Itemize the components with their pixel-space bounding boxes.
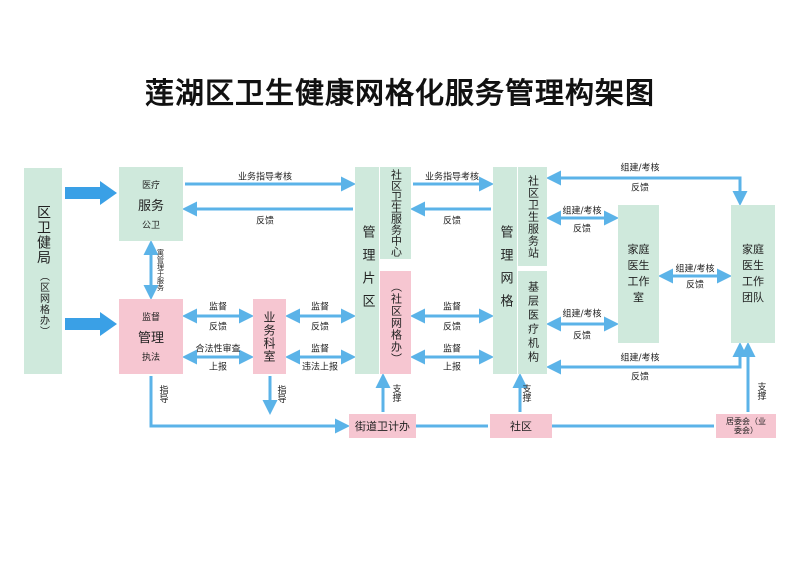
residents-committee-box: 居委会（业委会）: [716, 414, 776, 438]
label-violation-report: 违法上报: [301, 362, 339, 373]
family-doctor-office-box: 家庭医生工作室: [618, 205, 659, 343]
district-bureau-label: 区卫健局: [35, 205, 51, 265]
label-feedback-7: 反馈: [630, 372, 650, 383]
page-title: 莲湖区卫生健康网格化服务管理构架图: [144, 76, 655, 110]
community-health-center-box: 社区卫生服务中心: [380, 167, 411, 259]
primary-medical-label: 基层医疗机构: [526, 280, 540, 365]
label-support-3: 支撑: [755, 382, 766, 400]
label-guide-1: 指导: [157, 385, 168, 403]
label-biz-guidance-1: 业务指导考核: [237, 172, 293, 183]
mgmt-area-box: 管理片区: [355, 167, 379, 374]
community-grid-office-box: （社区网格办）: [380, 271, 411, 374]
label-biz-guidance-2: 业务指导考核: [424, 172, 480, 183]
business-office-box: 业务科室: [253, 299, 286, 374]
label-feedback-3: 反馈: [630, 183, 650, 194]
family-doctor-office-label: 家庭医生工作室: [627, 243, 650, 304]
label-supervise-5: 监督: [442, 344, 462, 355]
residents-committee-label: 居委会（业委会）: [726, 417, 766, 435]
label-support-1: 支撑: [390, 384, 401, 402]
label-feedback-9: 反馈: [310, 322, 330, 333]
label-supervise-4: 监督: [442, 302, 462, 313]
street-office-label: 街道卫计办: [355, 420, 410, 433]
mgmt-area-label: 管理片区: [359, 224, 375, 317]
label-supervise-1: 监督: [208, 302, 228, 313]
district-bureau-box: 区卫健局 （区网格办）: [24, 168, 62, 374]
medical-service-box: 医疗 服务 公卫: [119, 167, 183, 241]
label-feedback-4: 反馈: [572, 224, 592, 235]
label-report-2: 上报: [442, 362, 462, 373]
family-doctor-team-box: 家庭医生工作团队: [731, 205, 775, 343]
label-feedback-6: 反馈: [572, 331, 592, 342]
label-feedback-2: 反馈: [442, 216, 462, 227]
label-feedback-10: 反馈: [442, 322, 462, 333]
arrow-team-bottom: [546, 342, 748, 375]
arrow-guide-1: [149, 376, 350, 434]
label-supervise-3: 监督: [310, 344, 330, 355]
primary-medical-box: 基层医疗机构: [518, 271, 547, 374]
supervision-box: 监督 管理 执法: [119, 299, 183, 374]
label-support-2: 支撑: [520, 384, 531, 402]
family-doctor-team-label: 家庭医生工作团队: [742, 243, 764, 304]
medical-service-bottom: 公卫: [141, 220, 160, 231]
arrow-team-top: [546, 170, 748, 206]
label-build-assess-1: 组建/考核: [620, 163, 660, 174]
community-label: 社区: [510, 420, 532, 433]
label-supervise-2: 监督: [310, 302, 330, 313]
supervision-bottom: 执法: [141, 353, 160, 363]
label-feedback-8: 反馈: [208, 322, 228, 333]
label-legal-review: 合法性审查: [195, 344, 241, 355]
supervision-main: 管理: [137, 331, 164, 346]
medical-service-main: 服务: [137, 198, 164, 214]
community-box: 社区: [490, 414, 552, 438]
big-arrow-to-supervision: [65, 312, 117, 336]
label-build-assess-2: 组建/考核: [562, 206, 602, 217]
community-health-center-label: 社区卫生服务中心: [389, 169, 403, 257]
label-build-assess-3: 组建/考核: [675, 264, 715, 275]
supervision-top: 监督: [141, 313, 160, 323]
label-guide-2: 指导: [275, 385, 286, 403]
label-build-assess-4: 组建/考核: [562, 309, 602, 320]
label-report-1: 上报: [208, 362, 228, 373]
mgmt-grid-box: 管理网格: [493, 167, 517, 374]
district-bureau-sub: （区网格办）: [37, 271, 49, 337]
mgmt-grid-label: 管理网格: [497, 224, 513, 317]
label-feedback-5: 反馈: [685, 280, 705, 291]
big-arrow-to-service: [65, 181, 117, 205]
label-integrate: 寓管理于服务: [156, 249, 165, 291]
community-health-station-box: 社区卫生服务站: [518, 167, 547, 266]
community-grid-office-label: （社区网格办）: [389, 280, 403, 365]
label-build-assess-5: 组建/考核: [620, 353, 660, 364]
street-office-box: 街道卫计办: [349, 414, 416, 438]
community-health-station-label: 社区卫生服务站: [526, 174, 540, 259]
label-feedback-1: 反馈: [255, 216, 275, 227]
medical-service-top: 医疗: [141, 180, 160, 191]
business-office-label: 业务科室: [262, 310, 276, 363]
